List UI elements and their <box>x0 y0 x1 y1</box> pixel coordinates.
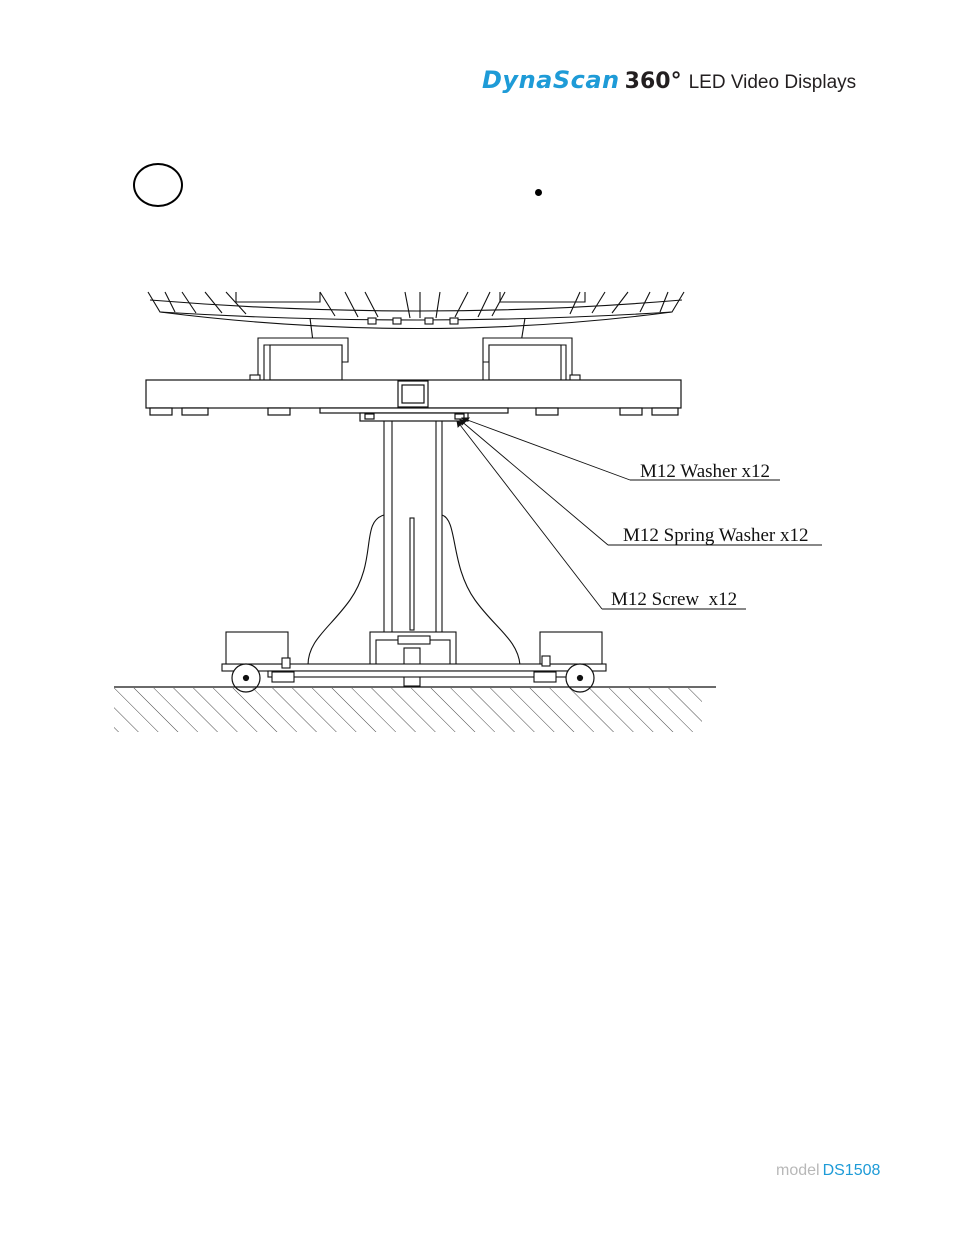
brand-360-mark: 360° <box>624 69 682 94</box>
model-label: model <box>776 1162 820 1179</box>
step-number-circle <box>133 163 183 207</box>
ground-hatch <box>114 686 716 732</box>
callout-m12-screw: M12 Screw x12 <box>611 589 737 610</box>
brand-tagline: LED Video Displays <box>688 72 857 93</box>
brand-header: DynaScan 360° LED Video Displays <box>482 66 856 100</box>
brand-logo: DynaScan <box>482 66 620 94</box>
caster-wheels <box>231 663 595 693</box>
support-frame <box>145 379 682 422</box>
support-column <box>307 421 521 666</box>
mounting-brackets <box>249 337 581 382</box>
display-crown <box>147 291 685 381</box>
bullet-dot <box>535 189 542 196</box>
base-assembly <box>221 631 607 687</box>
callout-m12-spring-washer: M12 Spring Washer x12 <box>623 525 808 546</box>
model-code: DS1508 <box>822 1162 881 1179</box>
callout-m12-washer: M12 Washer x12 <box>640 461 770 482</box>
leader-lines <box>456 417 822 610</box>
